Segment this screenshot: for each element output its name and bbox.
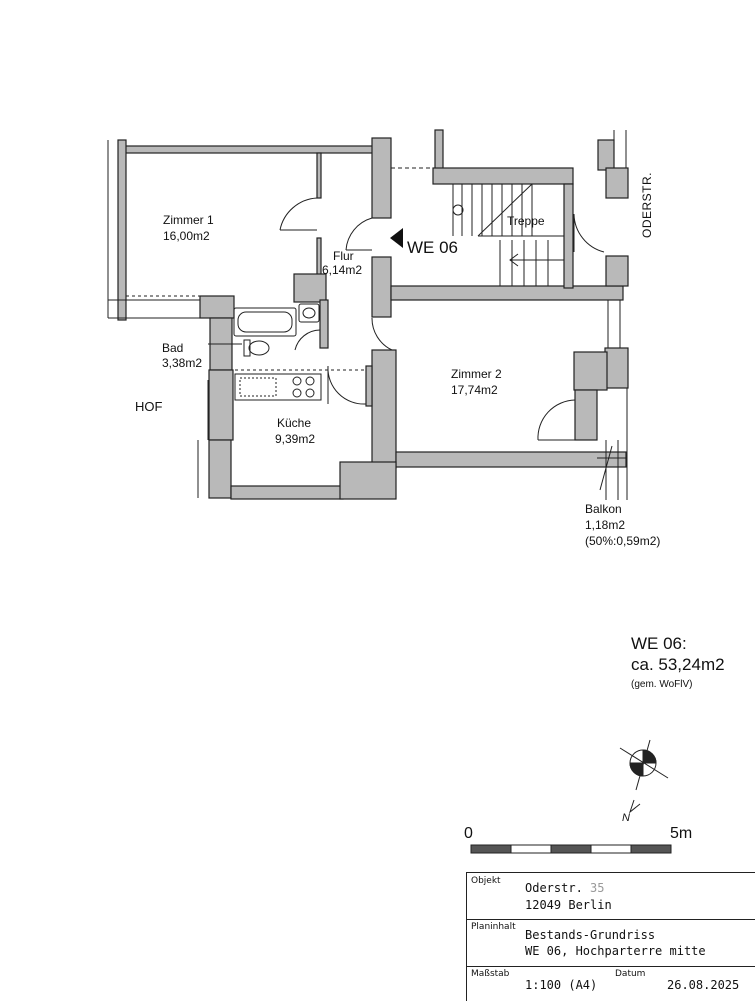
room-bad-name: Bad (162, 341, 184, 355)
objekt-street-line: Oderstr. 35 (525, 880, 604, 896)
summary-unit: WE 06: (631, 634, 687, 653)
objekt-number: 35 (590, 881, 605, 895)
hof-label: HOF (135, 399, 163, 414)
walls (117, 129, 629, 500)
planinhalt-label: Planinhalt (471, 922, 516, 932)
room-treppe-name: Treppe (507, 214, 545, 228)
scale-bar-start: 0 (464, 825, 473, 842)
room-bad-area: 3,38m2 (162, 356, 203, 370)
thin-lines (107, 130, 628, 500)
unit-marker-arrow (390, 228, 403, 248)
planinhalt-line1: Bestands-Grundriss (525, 928, 656, 942)
objekt-label: Objekt (471, 876, 501, 886)
north-label: N (622, 812, 630, 824)
room-zimmer2-name: Zimmer 2 (451, 367, 502, 381)
scale-bar-end: 5m (670, 825, 693, 842)
room-flur-name: Flur (333, 249, 354, 263)
room-balkon-name: Balkon (585, 502, 622, 516)
datum-label: Datum (615, 969, 646, 979)
summary-area: ca. 53,24m2 (631, 655, 725, 674)
title-block: Objekt Oderstr. 35 12049 Berlin Planinha… (466, 872, 755, 1001)
street-label: ODERSTR. (640, 171, 654, 238)
room-balkon-area: 1,18m2 (585, 518, 626, 532)
room-zimmer1-area: 16,00m2 (163, 229, 210, 243)
datum-value: 26.08.2025 (667, 978, 740, 992)
unit-marker-label: WE 06 (407, 238, 459, 257)
scale-bar (470, 844, 672, 854)
room-kueche-name: Küche (277, 416, 312, 430)
objekt-street: Oderstr. (525, 881, 583, 895)
objekt-city: 12049 Berlin (525, 898, 612, 912)
room-flur-area: 6,14m2 (322, 263, 363, 277)
massstab-value: 1:100 (A4) (525, 978, 598, 992)
title-block-massstab: Maßstab 1:100 (A4) Datum 26.08.2025 (467, 966, 755, 1000)
room-zimmer1-name: Zimmer 1 (163, 213, 214, 227)
title-block-objekt: Objekt Oderstr. 35 12049 Berlin (467, 873, 755, 920)
room-kueche-area: 9,39m2 (275, 432, 316, 446)
massstab-label: Maßstab (471, 969, 510, 979)
title-block-planinhalt: Planinhalt Bestands-Grundriss WE 06, Hoc… (467, 919, 755, 967)
room-zimmer2-area: 17,74m2 (451, 383, 498, 397)
room-balkon-note: (50%:0,59m2) (585, 534, 661, 548)
north-arrow (619, 739, 669, 814)
summary-basis: (gem. WoFlV) (631, 679, 693, 690)
planinhalt-line2: WE 06, Hochparterre mitte (525, 944, 706, 958)
